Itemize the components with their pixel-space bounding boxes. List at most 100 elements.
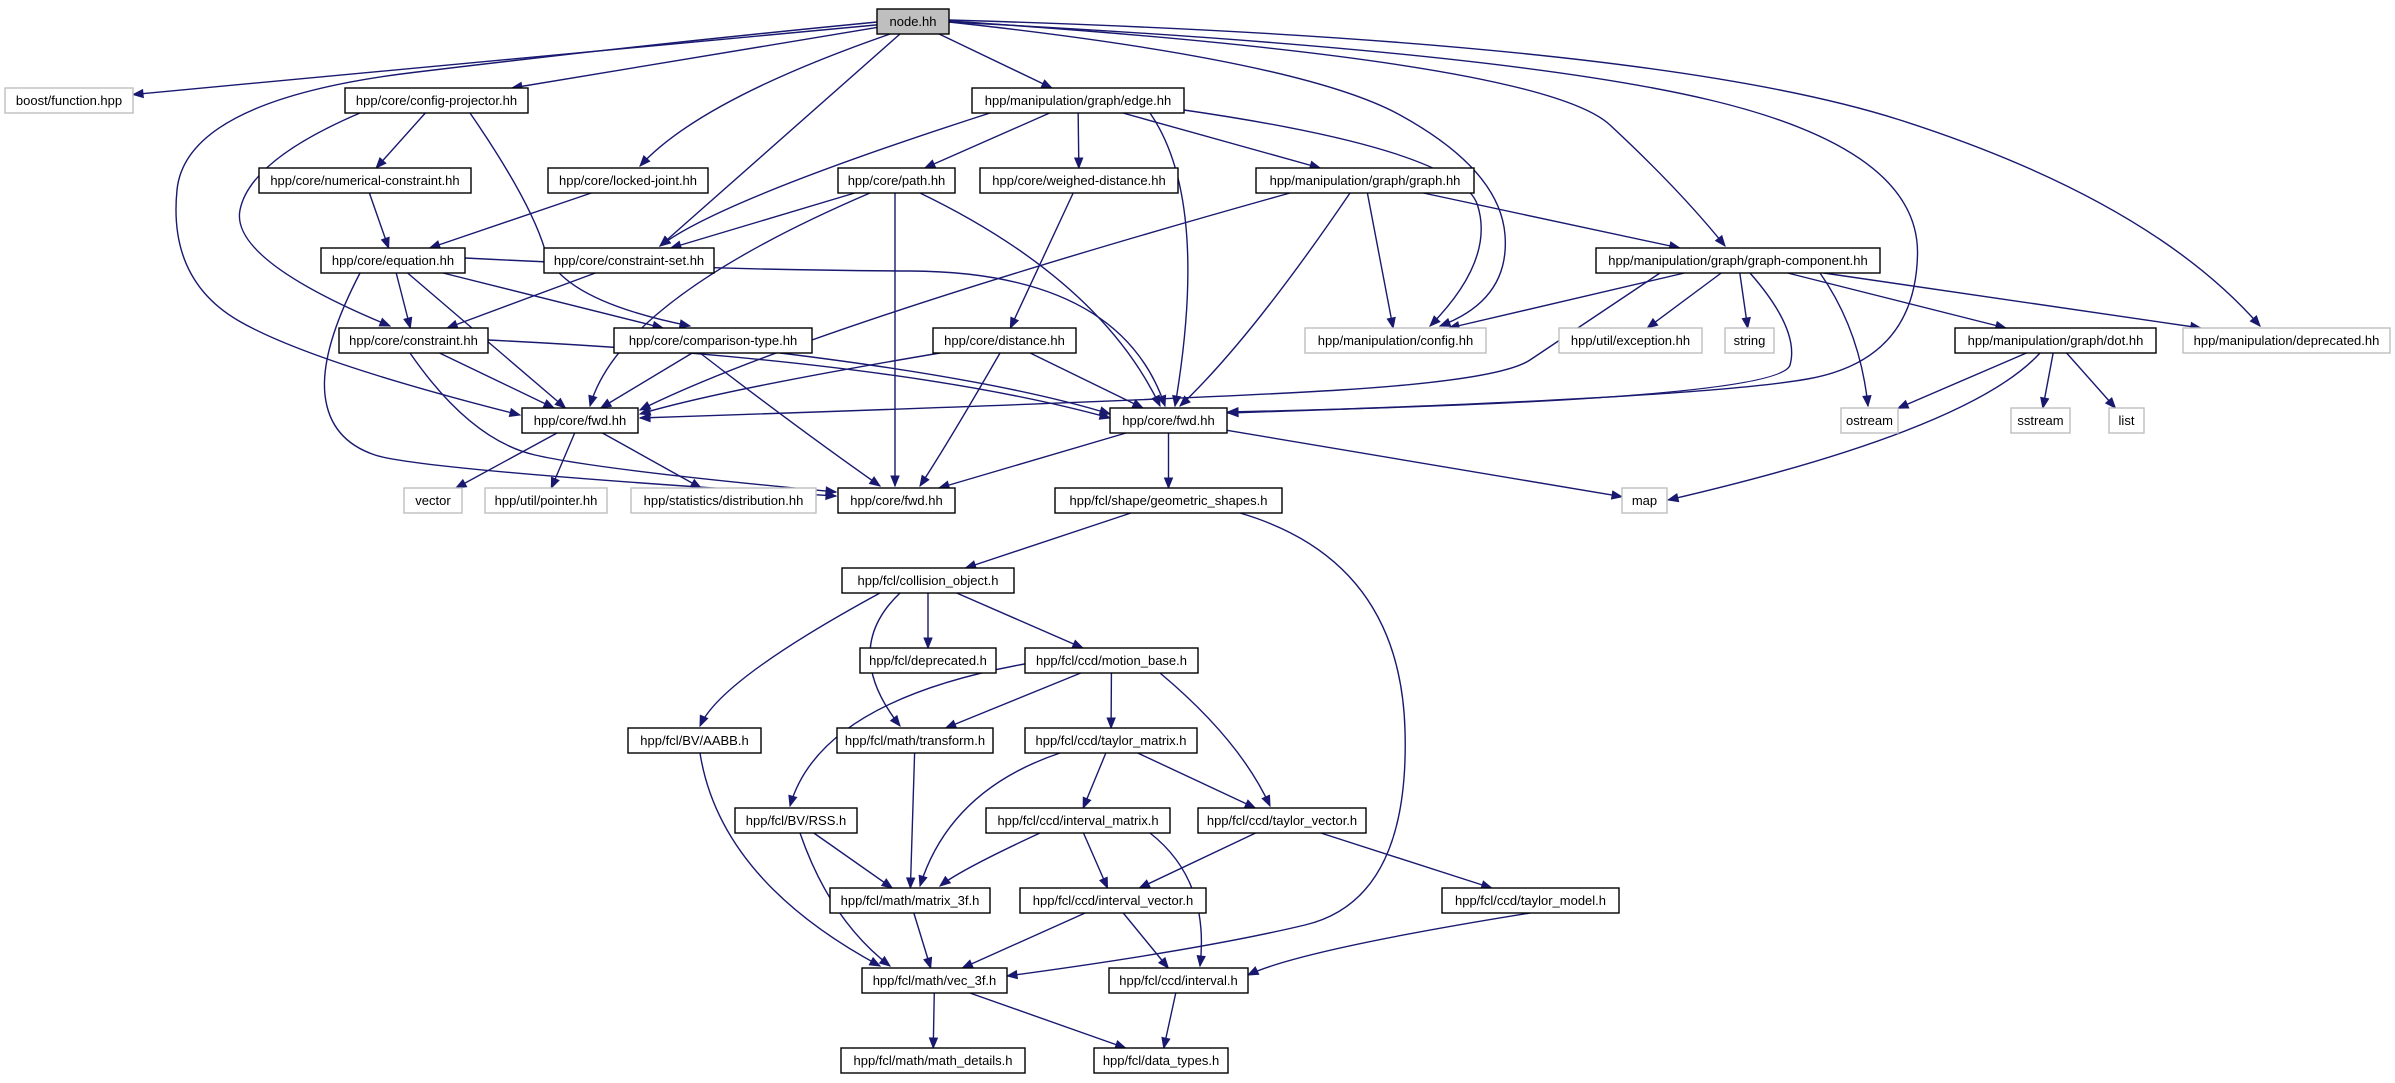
node-math-transform[interactable]: hpp/fcl/math/transform.h xyxy=(836,727,994,754)
node-interval-matrix[interactable]: hpp/fcl/ccd/interval_matrix.h xyxy=(985,807,1171,834)
node-label: ostream xyxy=(1846,413,1893,428)
edge-collision_object-to-fcl_deprecated xyxy=(923,593,933,650)
arrowhead-icon xyxy=(1098,876,1109,890)
edge-core_path-to-core_fwd_c xyxy=(890,193,900,488)
node-label: hpp/manipulation/config.hh xyxy=(1318,333,1473,348)
node-box xyxy=(1441,887,1620,914)
edge-line xyxy=(602,432,702,489)
node-label: hpp/core/equation.hh xyxy=(332,253,454,268)
edge-node-to-boost_function xyxy=(131,24,878,99)
arrowhead-icon xyxy=(923,956,933,970)
node-box xyxy=(1109,407,1228,434)
edge-line xyxy=(446,272,596,329)
node-label: hpp/core/config-projector.hh xyxy=(356,93,517,108)
node-node: node.hh xyxy=(876,8,950,35)
node-box xyxy=(338,327,489,354)
edge-line xyxy=(1423,192,1680,249)
edge-weighed_distance-to-core_distance xyxy=(1009,192,1074,330)
node-geometric-shapes[interactable]: hpp/fcl/shape/geometric_shapes.h xyxy=(1054,487,1283,514)
edge-vec_3f-to-math_details xyxy=(928,992,939,1050)
node-constraint-set[interactable]: hpp/core/constraint-set.hh xyxy=(543,247,715,274)
node-label: hpp/fcl/ccd/taylor_matrix.h xyxy=(1035,733,1186,748)
node-edge[interactable]: hpp/manipulation/graph/edge.hh xyxy=(971,87,1185,114)
node-rss[interactable]: hpp/fcl/BV/RSS.h xyxy=(734,807,858,834)
node-label: hpp/fcl/ccd/interval_matrix.h xyxy=(997,813,1158,828)
edge-line xyxy=(589,192,871,407)
node-graph-hh[interactable]: hpp/manipulation/graph/graph.hh xyxy=(1255,167,1475,194)
node-interval-vector[interactable]: hpp/fcl/ccd/interval_vector.h xyxy=(1019,887,1207,914)
node-label: hpp/core/fwd.hh xyxy=(534,413,627,428)
node-weighed-distance[interactable]: hpp/core/weighed-distance.hh xyxy=(979,167,1179,194)
node-box xyxy=(979,167,1179,194)
node-label: hpp/fcl/collision_object.h xyxy=(858,573,999,588)
edge-core_fwd_a-to-stat_distribution xyxy=(602,432,703,489)
edge-line xyxy=(699,752,881,967)
node-core-path[interactable]: hpp/core/path.hh xyxy=(837,167,956,194)
arrowhead-icon xyxy=(1073,157,1084,170)
node-label: string xyxy=(1734,333,1766,348)
edge-ccd_interval-to-data_types xyxy=(1161,992,1177,1050)
edge-line xyxy=(699,592,881,727)
edge-line xyxy=(442,272,664,329)
node-vector: vector xyxy=(403,487,463,514)
node-comparison-type[interactable]: hpp/core/comparison-type.hh xyxy=(613,327,813,354)
node-stat-distribution: hpp/statistics/distribution.hh xyxy=(630,487,817,514)
node-taylor-matrix[interactable]: hpp/fcl/ccd/taylor_matrix.h xyxy=(1024,727,1198,754)
node-label: hpp/fcl/math/matrix_3f.h xyxy=(841,893,980,908)
edge-constraint_set-to-constraint xyxy=(445,272,596,329)
edge-line xyxy=(455,432,558,489)
node-label: hpp/statistics/distribution.hh xyxy=(644,493,804,508)
node-equation[interactable]: hpp/core/equation.hh xyxy=(320,247,466,274)
node-graph-dot[interactable]: hpp/manipulation/graph/dot.hh xyxy=(1954,327,2157,354)
arrowhead-icon xyxy=(868,956,882,967)
node-config-projector[interactable]: hpp/core/config-projector.hh xyxy=(344,87,529,114)
node-label: hpp/fcl/ccd/taylor_model.h xyxy=(1455,893,1606,908)
arrowhead-icon xyxy=(905,877,916,890)
node-core-fwd-a[interactable]: hpp/core/fwd.hh xyxy=(521,407,639,434)
node-core-fwd-c[interactable]: hpp/core/fwd.hh xyxy=(837,487,956,514)
edge-line xyxy=(1122,912,1169,969)
edge-graph_dot-to-sstream xyxy=(2040,352,2054,410)
edge-line xyxy=(1226,429,1623,498)
node-label: hpp/manipulation/graph/graph-component.h… xyxy=(1608,253,1867,268)
node-core-fwd-b[interactable]: hpp/core/fwd.hh xyxy=(1109,407,1228,434)
node-taylor-vector[interactable]: hpp/fcl/ccd/taylor_vector.h xyxy=(1197,807,1367,834)
node-box xyxy=(403,487,463,514)
node-label: node.hh xyxy=(890,14,937,29)
arrowhead-icon xyxy=(588,394,598,408)
node-math-details[interactable]: hpp/fcl/math/math_details.h xyxy=(840,1047,1026,1074)
edge-graph_component-to-manip_config xyxy=(1447,272,1685,331)
node-graph-component[interactable]: hpp/manipulation/graph/graph-component.h… xyxy=(1595,247,1881,274)
node-matrix-3f[interactable]: hpp/fcl/math/matrix_3f.h xyxy=(829,887,991,914)
arrowhead-icon xyxy=(1009,316,1020,330)
arrowhead-icon xyxy=(1246,966,1260,976)
node-list: list xyxy=(2108,407,2145,434)
node-collision-object[interactable]: hpp/fcl/collision_object.h xyxy=(841,567,1015,594)
arrowhead-icon xyxy=(380,236,390,250)
node-taylor-model[interactable]: hpp/fcl/ccd/taylor_model.h xyxy=(1441,887,1620,914)
node-box xyxy=(320,247,466,274)
edge-interval_matrix-to-matrix_3f xyxy=(938,832,1041,887)
node-box xyxy=(859,647,997,674)
edge-node-to-constraint_set xyxy=(658,33,901,247)
node-data-types[interactable]: hpp/fcl/data_types.h xyxy=(1093,1047,1229,1074)
node-aabb[interactable]: hpp/fcl/BV/AABB.h xyxy=(627,727,762,754)
node-label: hpp/manipulation/graph/graph.hh xyxy=(1270,173,1461,188)
node-box xyxy=(837,487,956,514)
node-core-distance[interactable]: hpp/core/distance.hh xyxy=(932,327,1077,354)
node-ccd-interval[interactable]: hpp/fcl/ccd/interval.h xyxy=(1108,967,1249,994)
node-motion-base[interactable]: hpp/fcl/ccd/motion_base.h xyxy=(1024,647,1199,674)
edge-line xyxy=(439,352,555,409)
node-vec-3f[interactable]: hpp/fcl/math/vec_3f.h xyxy=(861,967,1008,994)
arrowhead-icon xyxy=(1226,407,1239,417)
node-numerical-constraint[interactable]: hpp/core/numerical-constraint.hh xyxy=(258,167,472,194)
node-locked-joint[interactable]: hpp/core/locked-joint.hh xyxy=(547,167,709,194)
arrowhead-icon xyxy=(1172,394,1182,408)
edge-line xyxy=(1667,352,2041,501)
edge-line xyxy=(948,20,1726,247)
edge-line xyxy=(469,112,691,327)
arrowhead-icon xyxy=(639,155,651,167)
node-constraint[interactable]: hpp/core/constraint.hh xyxy=(338,327,489,354)
node-fcl-deprecated[interactable]: hpp/fcl/deprecated.h xyxy=(859,647,997,674)
edge-line xyxy=(1897,352,2027,409)
